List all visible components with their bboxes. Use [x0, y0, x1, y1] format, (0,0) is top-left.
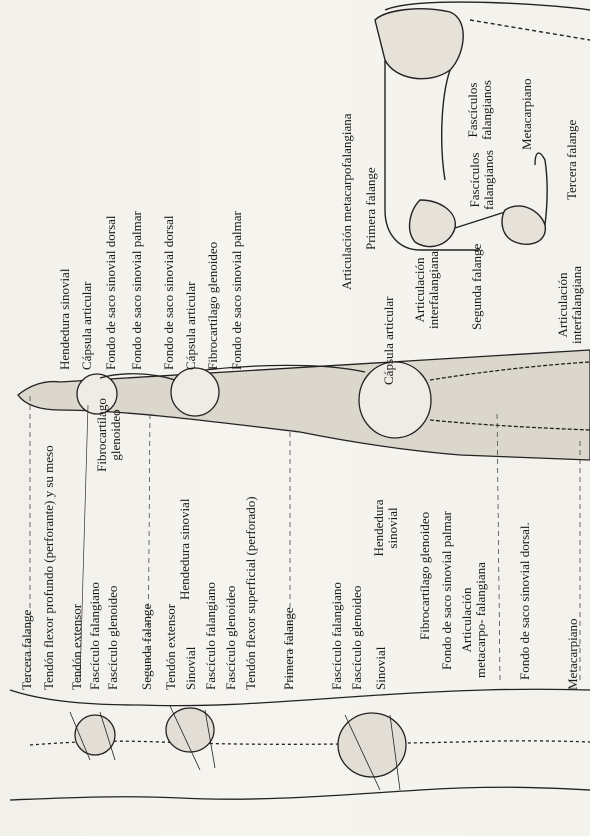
label-fibrocartilago-glenoideo-1: Fibrocartílago glenoideo [95, 390, 122, 480]
label-fondo-saco-sinovial-palmar-1: Fondo de saco sinovial palmar [440, 511, 453, 670]
label-tendon-extensor-2: Tendón extensor [164, 604, 177, 690]
label-tendon-extensor-1: Tendón extensor [70, 604, 83, 690]
label-fondo-saco-sinovial-dorsal-2: Fondo de saco sinovial dorsal [104, 215, 117, 370]
label-fondo-saco-sinovial-dorsal-1: Fondo de saco sinovial dorsal. [518, 522, 531, 680]
label-capsula-articular-3: Cápsula articular [382, 297, 395, 385]
label-segunda-falange-2: Segunda falange [470, 244, 483, 330]
label-fibrocartilago-glenoideo-3: Fibrocartílago glenoideo [206, 242, 219, 370]
label-sinovial-2: Sinovial [374, 647, 387, 690]
label-hendedura-sinovial-1: Hendedura sinovial [178, 499, 191, 600]
label-fasciculo-glenoideo-2: Fascículo glenoideo [224, 586, 237, 690]
label-tercera-falange-2: Tercera falange [565, 120, 578, 200]
label-segunda-falange: Segunda falange [140, 604, 153, 690]
label-fondo-saco-sinovial-palmar-3: Fondo de saco sinovial palmar [230, 211, 243, 370]
label-fasciculo-falangiano-1: Fascículo falangiano [88, 582, 101, 690]
label-articulacion-metacarpo-falangiana: Articulación metacarpo- falangiana [460, 560, 487, 680]
label-tendon-flexor-profundo: Tendón flexor profundo (perforante) y su… [42, 445, 55, 690]
label-articulacion-metacarpofalangiana: Articulación metacarpofalangiana [340, 114, 353, 291]
label-fasciculo-glenoideo-3: Fascículo glenoideo [350, 586, 363, 690]
lower-finger-drawing [10, 689, 590, 800]
label-hendedura-sinovial-top: Hendedura sinovial [58, 269, 71, 370]
label-tercera-falange: Tercera falange [20, 610, 33, 690]
label-fibrocartilago-glenoideo-2: Fibrocartílago glenoideo [418, 512, 431, 640]
label-fasciculo-falangiano-2: Fascículo falangiano [204, 582, 217, 690]
label-fasciculo-glenoideo-1: Fascículo glenoideo [106, 586, 119, 690]
label-fasciculos-falangianos-1: Fascículos falangianos [466, 80, 493, 140]
label-articulacion-interfalangiana-2: Articulación interfalangiana [556, 265, 583, 345]
label-metacarpiano-2: Metacarpiano [520, 79, 533, 150]
label-capsula-articular-1: Cápsula articular [80, 282, 93, 370]
label-fondo-saco-sinovial-dorsal-3: Fondo de saco sinovial dorsal [162, 215, 175, 370]
label-fasciculo-falangiano-3: Fascículo falangiano [330, 582, 343, 690]
label-sinovial-1: Sinovial [184, 647, 197, 690]
label-fondo-saco-sinovial-palmar-2: Fondo de saco sinovial palmar [130, 211, 143, 370]
label-primera-falange: Primera falange [282, 607, 295, 690]
label-fasciculos-falangianos-2: Fascículos falangianos [468, 150, 495, 210]
label-hendedura-sinovial-2: Hendedura sinovial [372, 488, 399, 568]
label-capsula-articular-2: Cápsula articular [184, 282, 197, 370]
label-articulacion-interfalangiana-1: Articulación interfalangiana [413, 250, 440, 330]
label-metacarpiano-1: Metacarpiano [566, 619, 579, 690]
label-primera-falange-2: Primera falange [364, 167, 377, 250]
label-tendon-flexor-superficial: Tendón flexor superficial (perforado) [244, 496, 257, 690]
